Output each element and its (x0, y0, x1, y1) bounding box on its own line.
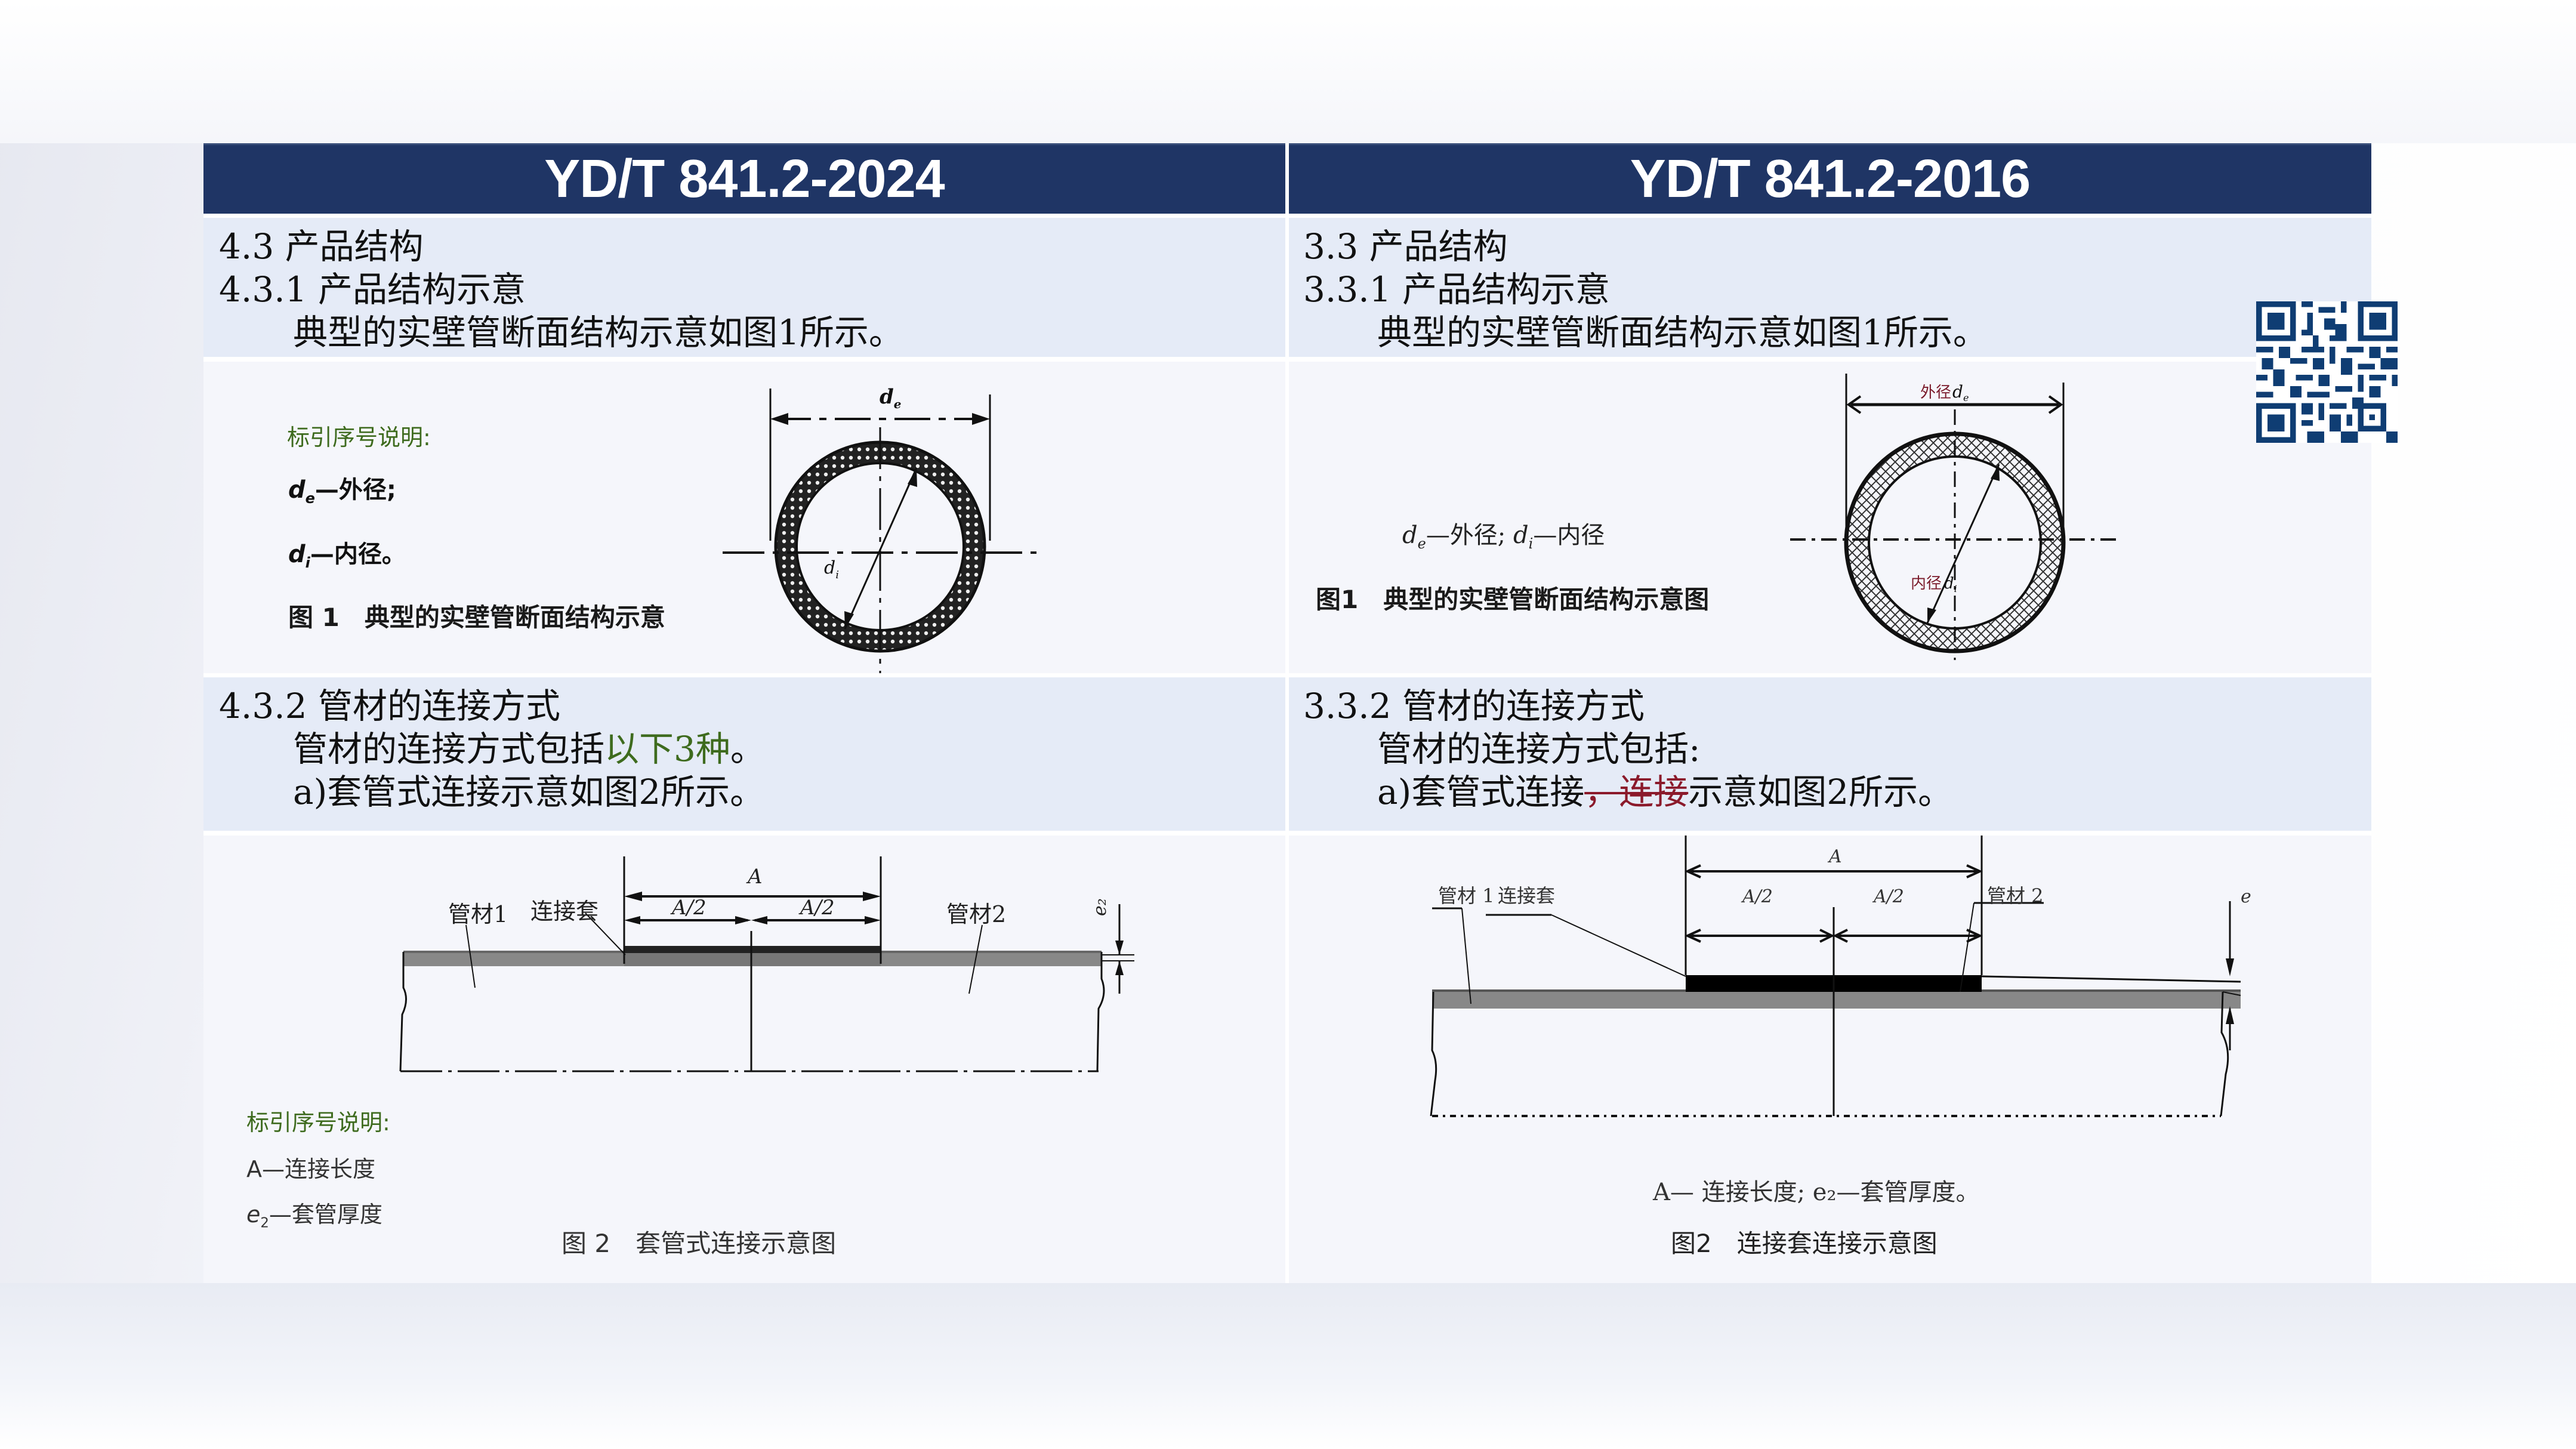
added-text: 以下3种 (604, 729, 730, 769)
figure-2-2024-cell: 管材1 连接套 A A/2 A/2 管材2 e₂ 标引序号说明: A—连接长度 … (203, 836, 1285, 1283)
list-item-a: a)套管式连接，连接示意如图2所示。 (1377, 772, 1953, 812)
figure-2-caption: 图2 连接套连接示意图 (1671, 1229, 1938, 1258)
label-pipe-1: 管材1 (448, 901, 508, 927)
figure-1-caption: 图1 典型的实壁管断面结构示意图 (1316, 585, 1710, 614)
section-3-3-2-cell: 3.3.2 管材的连接方式 管材的连接方式包括: a)套管式连接，连接示意如图2… (1289, 677, 2371, 831)
section-body-text: 典型的实壁管断面结构示意如图1所示。 (1377, 312, 1988, 353)
legend-title: 标引序号说明: (287, 424, 431, 451)
section-heading: 3.3.2 管材的连接方式 (1303, 686, 1645, 726)
label-pipe-2: 管材 2 (1987, 884, 2044, 907)
legend-line: A— 连接长度; e₂—套管厚度。 (1653, 1179, 1980, 1206)
label-pipe-1: 管材 1 (1438, 884, 1495, 907)
figure-2-2016-cell: 管材 1 连接套 A A/2 A/2 管材 2 e A— 连接长度; e₂—套管… (1289, 836, 2371, 1283)
legend-outer-diameter: de—外径; (288, 476, 396, 507)
label-outer-diameter: de (880, 385, 902, 411)
label-outer-diameter-cn: 外径 (1920, 384, 1951, 402)
qr-code-icon[interactable] (2256, 301, 2398, 443)
label-a-half-right: A/2 (1872, 886, 1904, 907)
list-item-a: a)套管式连接示意如图2所示。 (293, 772, 765, 812)
header-title-2024: YD/T 841.2-2024 (544, 149, 945, 209)
label-a: A (1827, 846, 1842, 867)
label-sleeve: 连接套 (530, 898, 599, 924)
legend-inner-diameter: di—内径。 (288, 541, 406, 571)
subsection-heading: 3.3.1 产品结构示意 (1303, 269, 1611, 310)
column-header-2024: YD/T 841.2-2024 (203, 143, 1285, 214)
deleted-text: ，连接 (1584, 772, 1689, 812)
label-sleeve: 连接套 (1498, 884, 1555, 907)
label-e2: e (2241, 886, 2251, 907)
comparison-table: YD/T 841.2-2024 YD/T 841.2-2016 4.3 产品结构… (203, 143, 2398, 1283)
figure-1-2016-cell: de—外径; di—内径 图1 典型的实壁管断面结构示意图 外径 (1289, 362, 2371, 673)
label-inner-diameter: di (1944, 575, 1957, 594)
header-title-2016: YD/T 841.2-2016 (1630, 149, 2031, 209)
section-body-text: 管材的连接方式包括: (1377, 729, 1701, 769)
sleeve-connection-diagram: 管材 1 连接套 A A/2 A/2 管材 2 e (1430, 836, 2251, 1117)
section-4-3-cell: 4.3 产品结构 4.3.1 产品结构示意 典型的实壁管断面结构示意如图1所示。 (203, 218, 1285, 357)
section-body-text: 管材的连接方式包括以下3种。 (293, 729, 765, 769)
section-body-text: 典型的实壁管断面结构示意如图1所示。 (293, 312, 903, 353)
label-a-half-left: A/2 (670, 896, 707, 920)
section-heading: 4.3 产品结构 (219, 226, 424, 267)
section-4-3-2-cell: 4.3.2 管材的连接方式 管材的连接方式包括以下3种。 a)套管式连接示意如图… (203, 677, 1285, 831)
legend-diameters: de—外径; di—内径 (1402, 522, 1605, 552)
sleeve-connection-diagram: 管材1 连接套 A A/2 A/2 管材2 e₂ (399, 856, 1134, 1072)
section-3-3-cell: 3.3 产品结构 3.3.1 产品结构示意 典型的实壁管断面结构示意如图1所示。 (1289, 218, 2371, 357)
pipe-cross-section-diagram: de di (723, 385, 1039, 673)
label-inner-diameter: di (824, 557, 839, 581)
label-inner-diameter-cn: 内径 (1911, 575, 1942, 593)
legend-title: 标引序号说明: (246, 1109, 390, 1136)
label-outer-diameter: de (1952, 382, 1969, 403)
pipe-cross-section-diagram: 外径 de 内径 di (1790, 374, 2118, 660)
subsection-heading: 4.3.1 产品结构示意 (219, 269, 526, 310)
column-header-2016: YD/T 841.2-2016 (1289, 143, 2371, 214)
figure-1-2024-cell: 标引序号说明: de—外径; di—内径。 图 1 典型的实壁管断面结构示意 (203, 362, 1285, 673)
label-pipe-2: 管材2 (946, 901, 1006, 927)
section-heading: 4.3.2 管材的连接方式 (219, 686, 561, 726)
label-a-half-left: A/2 (1741, 886, 1773, 907)
legend-e2: e2—套管厚度 (246, 1201, 382, 1231)
section-heading: 3.3 产品结构 (1303, 226, 1508, 267)
background-bottom (0, 1283, 2576, 1449)
label-e2: e₂ (1090, 898, 1110, 916)
background-top (0, 0, 2576, 143)
label-a-half-right: A/2 (798, 896, 835, 920)
legend-a: A—连接长度 (246, 1156, 375, 1182)
label-a: A (746, 865, 763, 889)
figure-2-caption: 图 2 套管式连接示意图 (562, 1229, 837, 1258)
figure-1-caption: 图 1 典型的实壁管断面结构示意 (288, 603, 665, 632)
